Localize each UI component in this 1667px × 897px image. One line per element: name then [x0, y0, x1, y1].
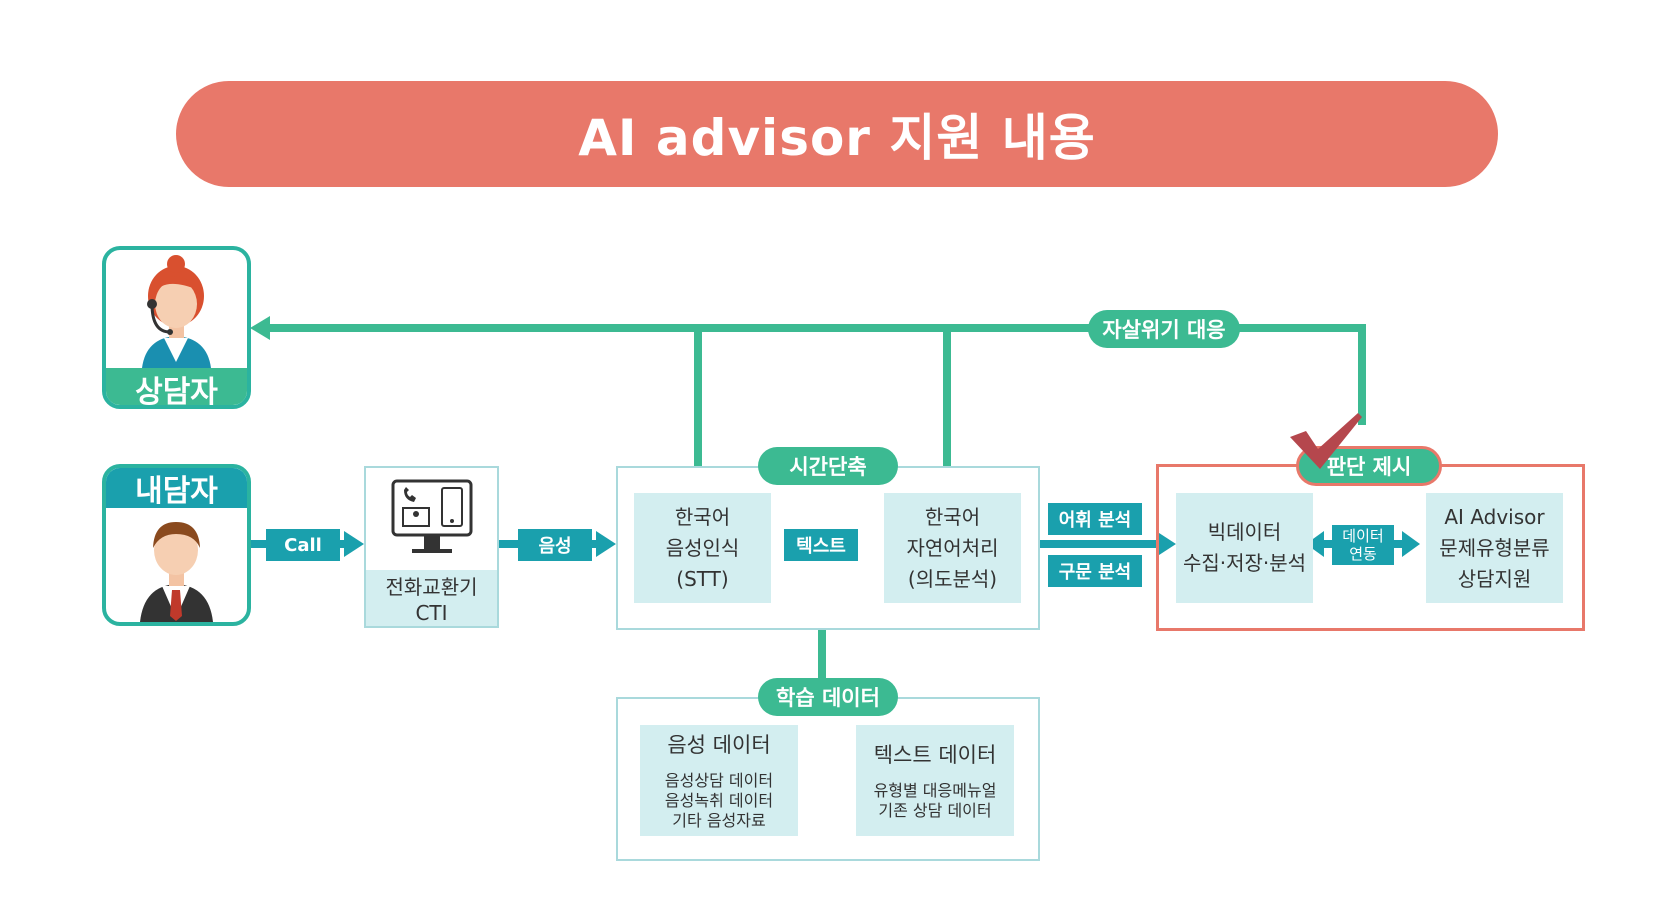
page-title: AI advisor 지원 내용: [578, 109, 1096, 167]
arrow-head-link-right: [1402, 531, 1420, 557]
caller-card: 내담자: [102, 464, 251, 626]
data-link-label-1: 데이터: [1342, 527, 1384, 545]
data-link-tag: 데이터 연동: [1332, 525, 1394, 565]
advisor-label-2: 문제유형분류: [1439, 535, 1550, 560]
text-data-title: 텍스트 데이터: [873, 743, 997, 767]
vocab-analysis-tag: 어휘 분석: [1048, 503, 1142, 535]
voice-data-box: 음성 데이터 음성상담 데이터 음성녹취 데이터 기타 음성자료: [640, 725, 798, 836]
nlp-box: 한국어 자연어처리 (의도분석): [884, 493, 1021, 603]
stt-label-3: (STT): [676, 566, 729, 591]
voice-data-title: 음성 데이터: [667, 733, 771, 757]
call-tag: Call: [266, 529, 340, 561]
bigdata-label-1: 빅데이터: [1207, 520, 1282, 544]
advisor-box: AI Advisor 문제유형분류 상담지원: [1426, 493, 1563, 603]
text-data-item: 기존 상담 데이터: [878, 801, 992, 820]
feedback-line: [268, 324, 1366, 425]
bigdata-label-2: 수집·저장·분석: [1182, 551, 1307, 575]
arrow-head-cti: [344, 531, 364, 557]
suicide-response-pill: 자살위기 대응: [1088, 310, 1240, 348]
arrow-head-counselor: [250, 316, 270, 340]
checkmark-icon: [1290, 413, 1362, 469]
voice-data-item: 음성녹취 데이터: [664, 791, 774, 810]
caller-avatar-icon: [140, 522, 213, 622]
caller-label: 내담자: [106, 468, 247, 509]
stt-box: 한국어 음성인식 (STT): [634, 493, 771, 603]
nlp-label-3: (의도분석): [907, 566, 998, 591]
bigdata-box: 빅데이터 수집·저장·분석: [1176, 493, 1313, 603]
voice-tag: 음성: [518, 529, 592, 561]
stt-label-2: 음성인식: [665, 535, 740, 560]
text-data-box: 텍스트 데이터 유형별 대응메뉴얼 기존 상담 데이터: [856, 725, 1014, 836]
arrow-head-bigdata: [1156, 531, 1176, 557]
computer-phone-icon: [391, 479, 472, 553]
arrow-head-stt-in: [596, 531, 616, 557]
voice-data-item: 기타 음성자료: [672, 811, 766, 830]
advisor-label-1: AI Advisor: [1444, 504, 1545, 529]
time-saving-pill: 시간단축: [758, 447, 898, 485]
cti-icon-area: [366, 468, 497, 570]
stt-label-1: 한국어: [674, 504, 731, 529]
arrow-head-link-left: [1306, 531, 1324, 557]
title-banner: AI advisor 지원 내용: [176, 81, 1498, 187]
voice-data-item: 음성상담 데이터: [664, 771, 774, 790]
cti-label-1: 전화교환기: [385, 575, 478, 599]
counselor-card: 상담자: [102, 246, 251, 409]
counselor-label: 상담자: [106, 368, 247, 405]
text-data-item: 유형별 대응메뉴얼: [873, 781, 997, 800]
nlp-label-2: 자연어처리: [906, 535, 999, 560]
nlp-label-1: 한국어: [924, 504, 981, 529]
training-data-pill: 학습 데이터: [758, 678, 898, 716]
syntax-analysis-tag: 구문 분석: [1048, 555, 1142, 587]
counselor-avatar-icon: [142, 255, 211, 368]
data-link-label-2: 연동: [1349, 545, 1377, 563]
advisor-label-3: 상담지원: [1457, 566, 1532, 591]
cti-box: 전화교환기 CTI: [364, 466, 499, 628]
cti-label-2: CTI: [415, 601, 448, 625]
text-tag: 텍스트: [784, 529, 858, 561]
